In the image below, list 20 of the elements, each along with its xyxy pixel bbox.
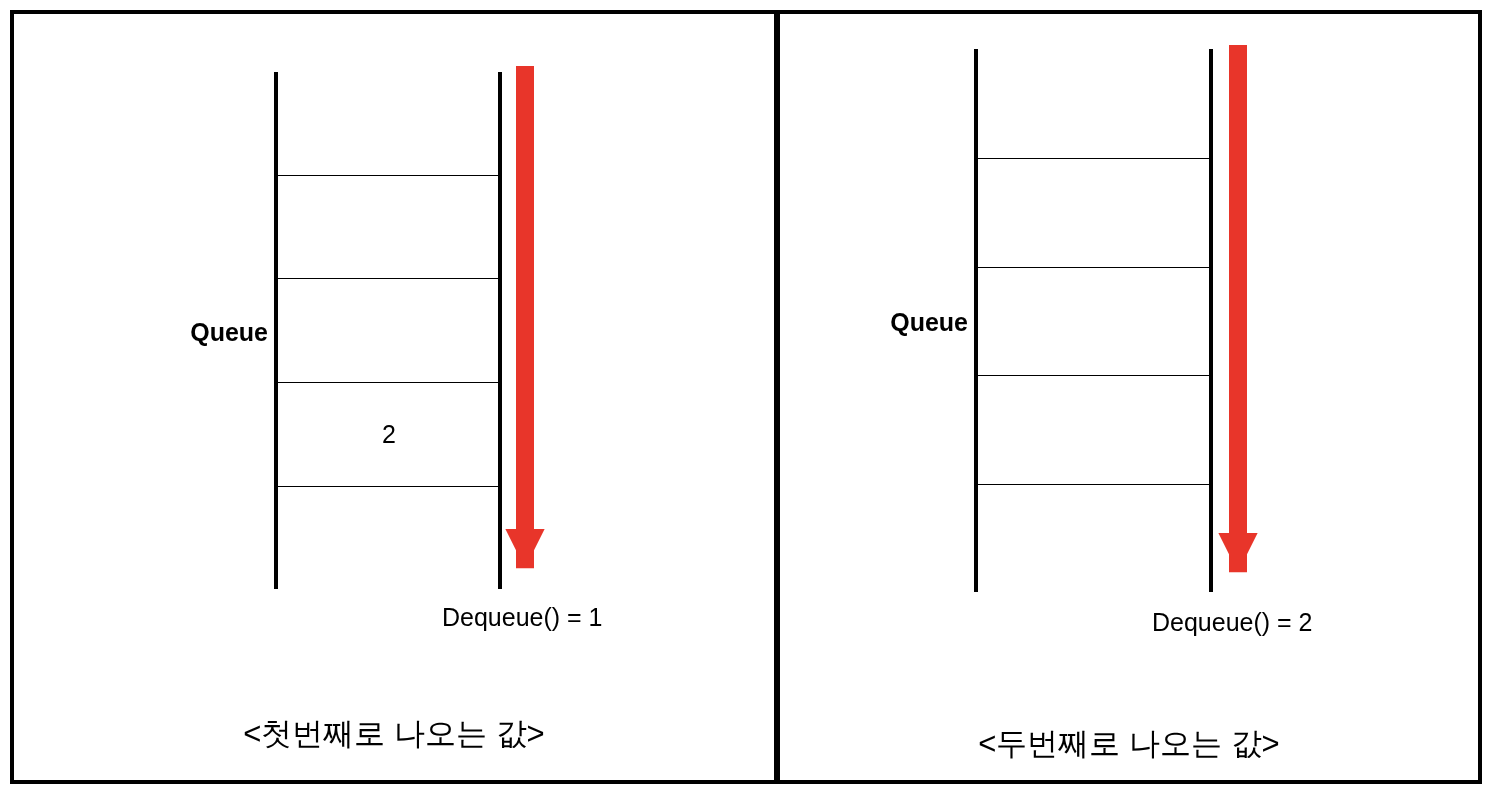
- arrow: [1218, 45, 1258, 573]
- result-label: Dequeue() = 2: [1152, 604, 1313, 640]
- queue-slot: 2: [276, 382, 502, 486]
- empty-queue-slot: [276, 175, 502, 278]
- empty-queue-slot: [976, 375, 1213, 484]
- panel-caption: <첫번째로 나오는 값>: [243, 716, 545, 752]
- queue-label: Queue: [190, 317, 268, 348]
- queue-label: Queue: [890, 307, 968, 338]
- empty-queue-slot: [976, 49, 1213, 158]
- empty-queue-slot: [976, 267, 1213, 375]
- arrow: [505, 66, 545, 569]
- empty-queue-slot: [276, 72, 502, 175]
- panel-caption: <두번째로 나오는 값>: [978, 726, 1280, 762]
- result-label: Dequeue() = 1: [442, 600, 603, 634]
- empty-queue-slot: [276, 486, 502, 589]
- panel: [10, 10, 778, 784]
- empty-queue-slot: [976, 158, 1213, 267]
- panel: [776, 10, 1482, 784]
- empty-queue-slot: [976, 484, 1213, 592]
- empty-queue-slot: [276, 278, 502, 382]
